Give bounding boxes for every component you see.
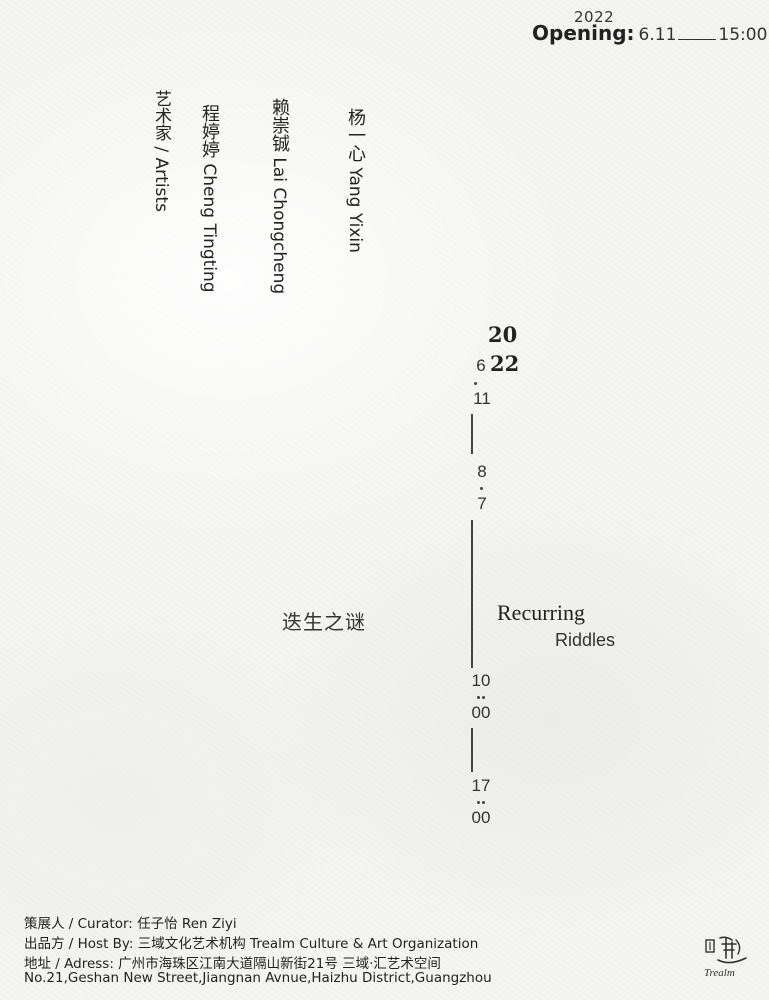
- artist-lai-chongcheng: 赖崇铖 Lai Chongcheng: [269, 98, 290, 295]
- host-line: 出品方 / Host By: 三域文化艺术机构 Trealm Culture &…: [24, 936, 479, 952]
- artists-heading: 艺术家 / Artists: [151, 90, 171, 212]
- timeline-bar: [471, 728, 473, 772]
- opening-time: 15:00: [718, 25, 768, 45]
- trealm-logo-mark: [705, 936, 747, 964]
- time-dot: [482, 696, 485, 699]
- opening-line: Opening:6.11 15:00: [532, 21, 767, 45]
- timeline-bar: [471, 520, 473, 668]
- time-dot: [477, 696, 480, 699]
- start-day: 11: [473, 389, 491, 408]
- open-minute: 00: [471, 703, 491, 722]
- year-top-digits: 20: [488, 322, 518, 347]
- artist-name-cn: 赖崇铖: [269, 98, 290, 152]
- year-bottom-digits: 22: [490, 351, 520, 376]
- close-minute: 00: [471, 808, 491, 827]
- timeline-bar: [471, 414, 473, 454]
- artist-name-en: Lai Chongcheng: [269, 157, 289, 295]
- end-month: 8: [477, 462, 487, 481]
- artist-name-en: Cheng Tingting: [199, 163, 219, 293]
- time-dot: [477, 801, 480, 804]
- close-hour: 17: [471, 776, 491, 795]
- exhibition-title-en-line1: Recurring: [497, 600, 585, 625]
- curator-line: 策展人 / Curator: 任子怡 Ren Ziyi: [24, 916, 237, 932]
- opening-year: 2022: [574, 8, 615, 26]
- date-dot: [474, 382, 477, 385]
- artist-yang-yixin: 杨一心 Yang Yixin: [345, 108, 366, 253]
- trealm-logo-icon: [702, 932, 754, 988]
- end-day: 7: [477, 494, 487, 513]
- date-dot: [480, 487, 483, 490]
- opening-date: 6.11: [638, 25, 677, 45]
- opening-label: Opening:: [532, 21, 635, 45]
- open-hour: 10: [471, 671, 491, 690]
- artist-name-cn: 杨一心: [345, 108, 366, 162]
- artist-name-en: Yang Yixin: [345, 167, 365, 253]
- artist-cheng-tingting: 程婷婷 Cheng Tingting: [199, 104, 220, 293]
- artist-name-cn: 程婷婷: [199, 104, 220, 158]
- address-en-line: No.21,Geshan New Street,Jiangnan Avnue,H…: [24, 970, 492, 986]
- exhibition-title-cn: 迭生之谜: [282, 610, 366, 634]
- start-month: 6: [476, 356, 486, 375]
- time-dot: [482, 801, 485, 804]
- trealm-logo-text: Trealm: [704, 967, 735, 979]
- opening-divider: [678, 39, 717, 40]
- address-cn-line: 地址 / Adress: 广州市海珠区江南大道隔山新街21号 三域·汇艺术空间: [24, 956, 441, 972]
- exhibition-title-en-line2: Riddles: [555, 630, 616, 650]
